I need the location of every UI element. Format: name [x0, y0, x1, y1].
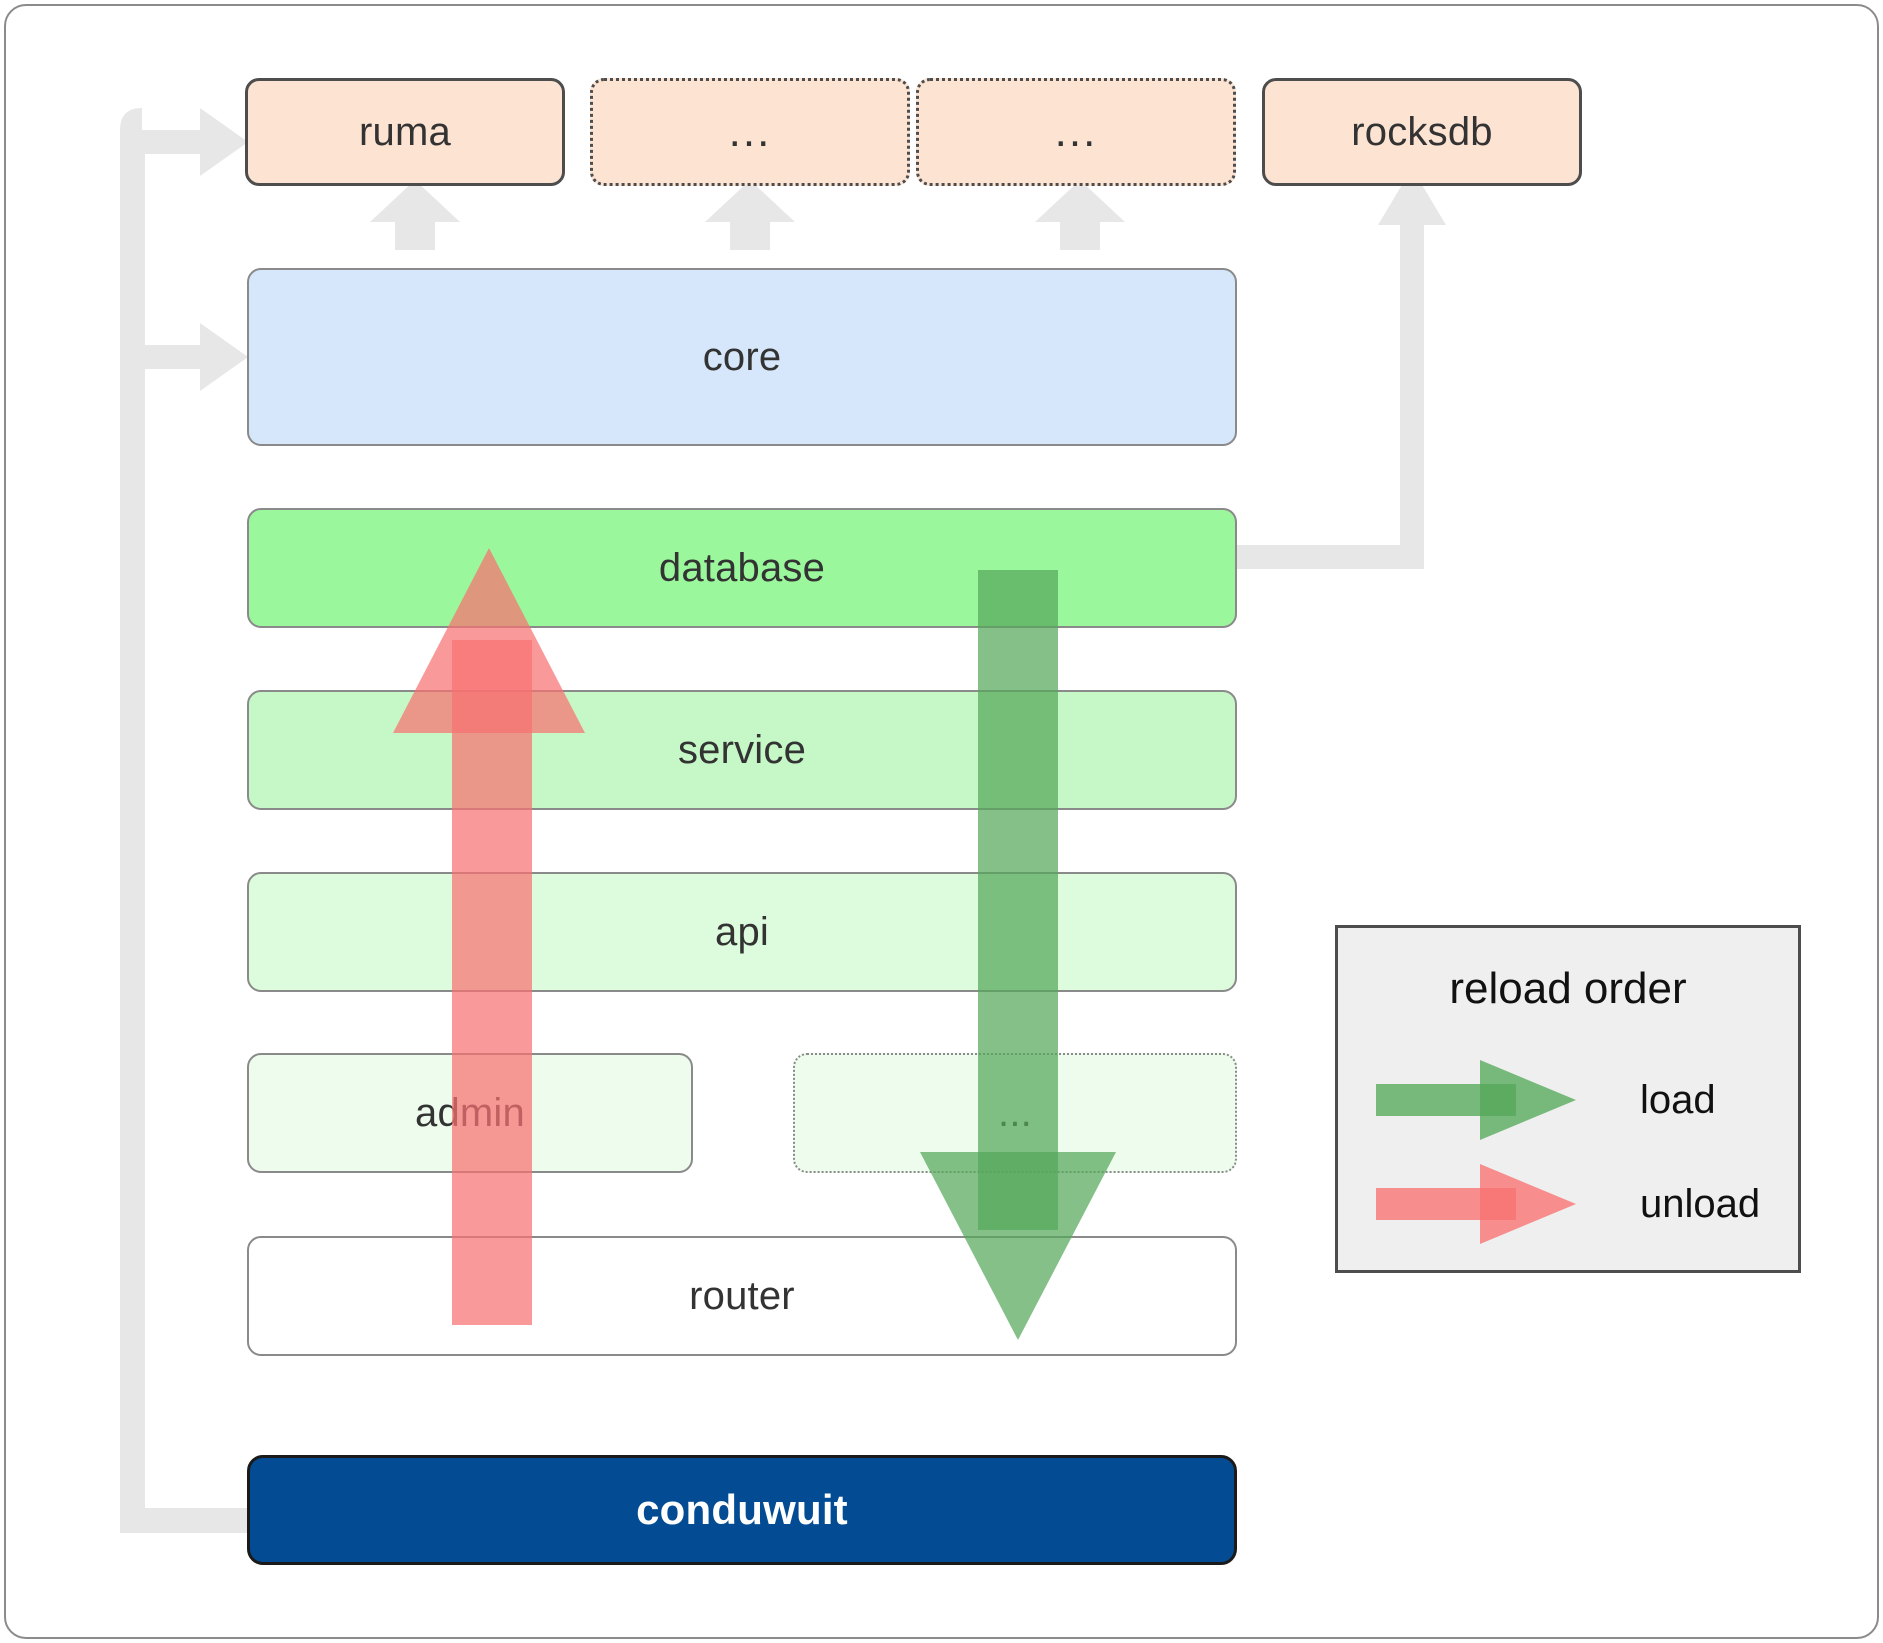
- layer-box-service[interactable]: service: [247, 690, 1237, 810]
- layer-box-core[interactable]: core: [247, 268, 1237, 446]
- dependency-label-rocksdb: rocksdb: [1351, 109, 1493, 154]
- layer-label-admin: admin: [415, 1090, 525, 1135]
- dependency-label-dep3: ...: [1054, 107, 1098, 157]
- load-arrow-icon: [1376, 1052, 1598, 1148]
- legend-row-load: load: [1338, 1052, 1798, 1148]
- layer-label-morelayers: ...: [998, 1090, 1032, 1135]
- dependency-label-ruma: ruma: [359, 109, 451, 154]
- layer-box-admin[interactable]: admin: [247, 1053, 693, 1173]
- layer-label-router: router: [689, 1273, 795, 1318]
- dependency-label-dep2: ...: [728, 107, 772, 157]
- legend-label-load: load: [1640, 1077, 1716, 1122]
- layer-label-database: database: [658, 545, 826, 590]
- layer-box-api[interactable]: api: [247, 872, 1237, 992]
- dependency-box-dep3[interactable]: ...: [916, 78, 1236, 186]
- dependency-box-ruma[interactable]: ruma: [245, 78, 565, 186]
- legend-panel: reload order load unload: [1335, 925, 1801, 1273]
- root-box-conduwuit[interactable]: conduwuit: [247, 1455, 1237, 1565]
- layer-box-database[interactable]: database: [247, 508, 1237, 628]
- root-label-conduwuit: conduwuit: [636, 1486, 848, 1533]
- layer-label-api: api: [715, 909, 769, 954]
- layer-box-morelayers[interactable]: ...: [793, 1053, 1237, 1173]
- legend-title: reload order: [1449, 964, 1687, 1013]
- diagram-frame: [4, 4, 1879, 1639]
- dependency-box-dep2[interactable]: ...: [590, 78, 910, 186]
- unload-arrow-icon: [1376, 1156, 1598, 1252]
- layer-label-core: core: [702, 334, 782, 379]
- layer-label-service: service: [677, 727, 807, 772]
- legend-label-unload: unload: [1640, 1181, 1761, 1226]
- legend-row-unload: unload: [1338, 1156, 1798, 1252]
- layer-box-router[interactable]: router: [247, 1236, 1237, 1356]
- dependency-box-rocksdb[interactable]: rocksdb: [1262, 78, 1582, 186]
